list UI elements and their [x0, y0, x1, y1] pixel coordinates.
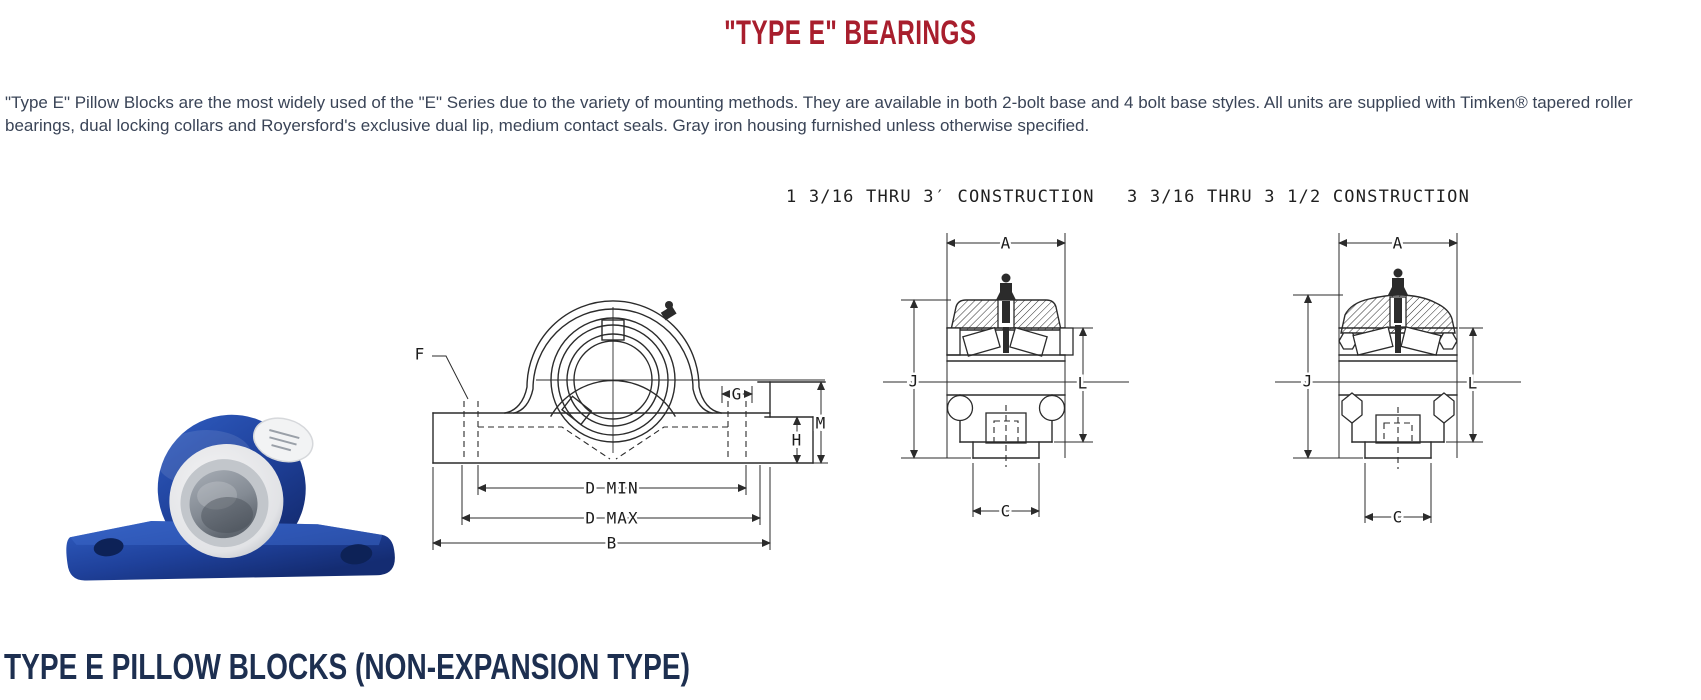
page-title: "TYPE E" BEARINGS [0, 14, 1701, 53]
dim-label-c: C [1393, 508, 1404, 527]
pillow-block-photo [66, 414, 395, 581]
side-view-dimensions: F G H M D MIN D MAX B [412, 342, 828, 553]
dim-label-j: J [1303, 372, 1314, 391]
dim-label-d-max: D MAX [585, 509, 638, 528]
construction-small-heading: 1 3/16 THRU 3′ CONSTRUCTION [786, 187, 1095, 207]
construction-small-dimensions: A J L C [901, 231, 1093, 523]
construction-small-outline [883, 233, 1129, 467]
dim-label-m: M [816, 414, 827, 433]
construction-large-drawing: A J L C [1275, 231, 1521, 529]
dim-label-f: F [415, 345, 426, 364]
construction-small-drawing: A J L C [883, 231, 1129, 523]
dim-label-j: J [909, 372, 920, 391]
dim-label-d-min: D MIN [585, 479, 638, 498]
dim-label-h: H [792, 431, 803, 450]
dim-label-g: G [732, 385, 743, 404]
side-view-outline [432, 300, 828, 464]
page-title-text: "TYPE E" BEARINGS [724, 14, 977, 52]
section-heading: TYPE E PILLOW BLOCKS (NON-EXPANSION TYPE… [4, 646, 883, 688]
dim-label-c: C [1001, 502, 1012, 521]
dim-label-a: A [1393, 234, 1404, 253]
pillow-block-photo-art [66, 414, 395, 581]
dim-label-l: L [1468, 374, 1479, 393]
grease-fitting-icon [660, 301, 677, 321]
dim-label-l: L [1078, 374, 1089, 393]
construction-large-outline [1275, 233, 1521, 469]
section-heading-text: TYPE E PILLOW BLOCKS (NON-EXPANSION TYPE… [4, 646, 690, 687]
dim-label-b: B [607, 534, 618, 553]
intro-paragraph: "Type E" Pillow Blocks are the most wide… [5, 93, 1633, 135]
side-view-drawing: F G H M D MIN D MAX B [412, 300, 828, 553]
construction-large-dimensions: A J L C [1293, 231, 1483, 529]
construction-large-heading: 3 3/16 THRU 3 1/2 CONSTRUCTION [1127, 187, 1471, 207]
dim-label-a: A [1001, 234, 1012, 253]
